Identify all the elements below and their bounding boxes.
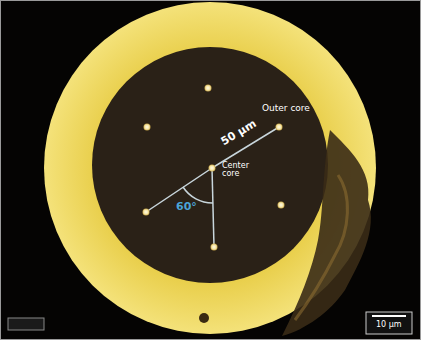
part-label: Center core <box>222 162 256 179</box>
angle-label: 60° <box>176 201 197 212</box>
part-label: Outer core <box>262 104 310 113</box>
scale-bar-label: 10 µm <box>376 321 402 329</box>
